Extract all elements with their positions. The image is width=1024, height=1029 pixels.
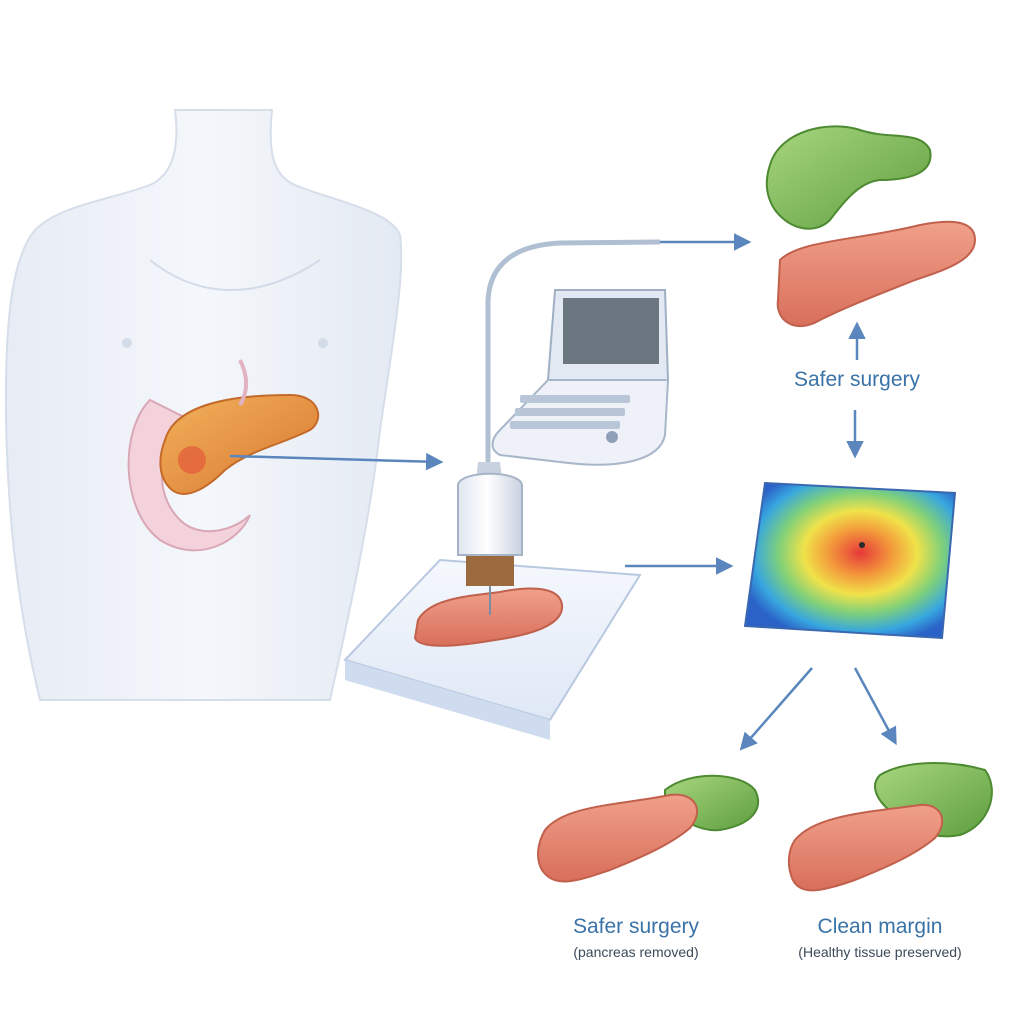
label-bottom-right-sub: (Healthy tissue preserved) (798, 944, 962, 960)
label-bottom-left-title: Safer surgery (572, 915, 700, 938)
pancreas-organ (127, 359, 320, 552)
arrow-to-probe (229, 452, 444, 471)
probe-cable (485, 239, 661, 470)
ultrasound-probe (457, 462, 523, 615)
sample-plate (343, 558, 642, 740)
label-top-right: Safer surgery (793, 368, 921, 391)
organ-top-right (765, 125, 977, 327)
tissue-sample (413, 587, 564, 647)
heatmap-panel (743, 481, 957, 640)
organ-bottom-right (787, 762, 993, 892)
ultrasound-scanner-device (491, 289, 670, 466)
label-bottom-right-title: Clean margin (817, 915, 943, 938)
arrow-down-right (853, 667, 897, 746)
organ-bottom-left (537, 774, 760, 883)
arrow-down-left (739, 667, 813, 751)
label-bottom-left-sub: (pancreas removed) (573, 944, 699, 960)
